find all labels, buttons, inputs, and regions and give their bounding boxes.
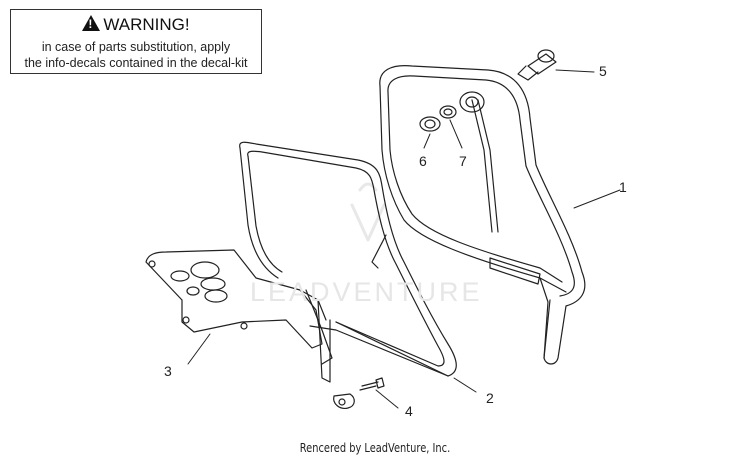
part-7-nut (439, 91, 485, 119)
leader-3 (187, 333, 211, 365)
leader-1 (573, 189, 621, 209)
watermark-logo (350, 182, 386, 242)
callout-3: 3 (164, 363, 172, 379)
callout-6: 6 (419, 153, 427, 169)
warning-box: WARNING! in case of parts substitution, … (10, 9, 262, 74)
leader-4 (375, 389, 399, 409)
callout-1: 1 (619, 179, 627, 195)
leader-2 (453, 377, 477, 393)
part-4-bolt (333, 377, 385, 409)
leader-6 (423, 133, 431, 149)
part-3-bracket-plate (145, 249, 327, 349)
callout-7: 7 (459, 153, 467, 169)
callout-2: 2 (486, 390, 494, 406)
warning-line-1: in case of parts substitution, apply (41, 40, 231, 54)
part-2-middle-frame (239, 141, 457, 383)
leader-lines (187, 69, 621, 409)
leader-5 (555, 69, 595, 73)
credit-text: Rencered by LeadVenture, Inc. (299, 441, 451, 455)
callout-5: 5 (599, 63, 607, 79)
warning-line-2: the info-decals contained in the decal-k… (24, 56, 248, 70)
warning-triangle-icon (82, 15, 101, 31)
warning-title: WARNING! (11, 15, 261, 35)
part-5-lock (517, 49, 557, 81)
callout-4: 4 (405, 403, 413, 419)
leader-7 (449, 119, 463, 149)
part-6-washer (419, 116, 441, 132)
part-1-rear-frame (371, 65, 586, 365)
warning-title-text: WARNING! (103, 15, 190, 34)
watermark-text: LEADVENTURE (250, 277, 483, 307)
